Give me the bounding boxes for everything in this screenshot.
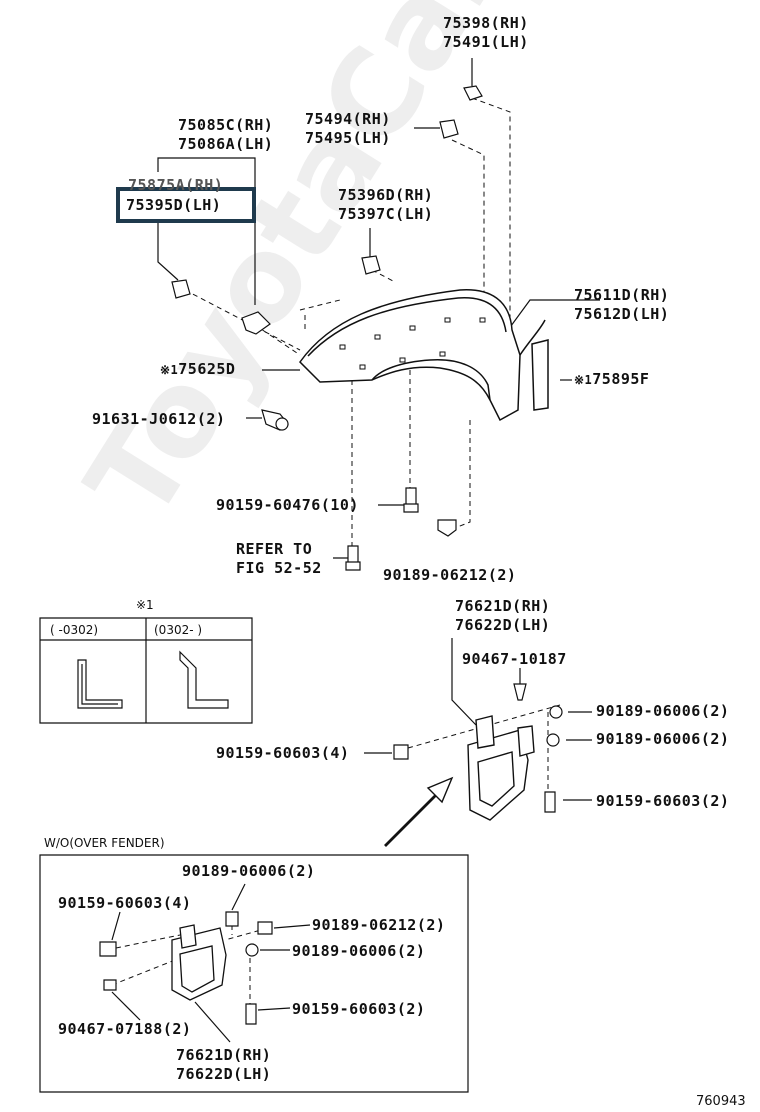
inset-clip-90467b xyxy=(104,980,116,990)
bracket-75085 xyxy=(158,158,255,172)
leader-75611 xyxy=(508,300,600,330)
direction-arrow xyxy=(385,778,452,846)
part-label-75895[interactable]: ※175895F xyxy=(574,370,650,388)
diagram-id: 760943 xyxy=(696,1094,746,1109)
part-label-90159-60603-2[interactable]: 90159-60603(2) xyxy=(596,792,730,810)
part-label-90189-06006-a[interactable]: 90189-06006(2) xyxy=(596,702,730,720)
note-box-frame xyxy=(40,618,252,723)
inset-screw-90159e xyxy=(246,1004,256,1024)
part-label-90189-06212[interactable]: 90189-06212(2) xyxy=(383,566,517,584)
part-label-90159-60603-4[interactable]: 90159-60603(4) xyxy=(216,744,350,762)
part-label-75494[interactable]: 75494(RH)75495(LH) xyxy=(305,110,391,147)
inset-label-90159-60603-2[interactable]: 90159-60603(2) xyxy=(292,1000,426,1018)
inset-label-90467-07188[interactable]: 90467-07188(2) xyxy=(58,1020,192,1038)
clip-90189c xyxy=(547,734,559,746)
part-label-76621-upper[interactable]: 76621D(RH)76622D(LH) xyxy=(455,597,551,634)
inset-label-90189-06212[interactable]: 90189-06212(2) xyxy=(312,916,446,934)
screw-90159c xyxy=(545,792,555,812)
part-label-75875[interactable]: 75875A(RH) xyxy=(128,176,224,194)
inset-label-90189-06006[interactable]: 90189-06006(2) xyxy=(182,862,316,880)
screw-refer xyxy=(348,546,358,564)
inset-mudguard xyxy=(172,925,226,1000)
part-label-75395-highlighted[interactable]: 75395D(LH) xyxy=(126,196,222,214)
fender-flare-75611 xyxy=(300,290,545,420)
inset-label-90189-06006-b[interactable]: 90189-06006(2) xyxy=(292,942,426,960)
bracket-75085 xyxy=(242,312,270,334)
inset-clip-90189f xyxy=(246,944,258,956)
inset-title: W/O(OVER FENDER) xyxy=(44,836,165,850)
leader-75875 xyxy=(158,222,178,280)
clip-75875 xyxy=(172,280,190,298)
inset-clip-90189e xyxy=(258,922,272,934)
inset-frame xyxy=(40,855,468,1092)
part-label-90467-10187[interactable]: 90467-10187 xyxy=(462,650,567,668)
note-box-col2: (0302- ) xyxy=(154,623,203,637)
inset-screw-90159d xyxy=(100,942,116,956)
part-label-75396[interactable]: 75396D(RH)75397C(LH) xyxy=(338,186,434,223)
moulding-75895 xyxy=(532,340,548,410)
note-box-col1: ( -0302) xyxy=(50,623,99,637)
clip-90189a xyxy=(438,520,456,536)
inset-clip-90189d xyxy=(226,912,238,926)
part-label-90189-06006-b[interactable]: 90189-06006(2) xyxy=(596,730,730,748)
clip-75396 xyxy=(362,256,380,274)
mudguard-76621 xyxy=(468,716,534,820)
note-box-title: ※1 xyxy=(136,598,154,612)
part-label-91631[interactable]: 91631-J0612(2) xyxy=(92,410,226,428)
part-label-75611[interactable]: 75611D(RH)75612D(LH) xyxy=(574,286,670,323)
part-label-75085[interactable]: 75085C(RH)75086A(LH) xyxy=(178,116,274,153)
inset-label-90159-60603-4[interactable]: 90159-60603(4) xyxy=(58,894,192,912)
clip-90189b xyxy=(550,706,562,718)
highlighted-part-frame xyxy=(116,187,256,223)
leader-76621a xyxy=(452,638,476,725)
part-label-90159-60476[interactable]: 90159-60476(10) xyxy=(216,496,359,514)
clip-90467a xyxy=(514,684,526,700)
clip-75494 xyxy=(440,120,458,138)
clip-75398 xyxy=(464,86,482,100)
screw-90159b xyxy=(394,745,408,759)
part-label-75625[interactable]: ※175625D xyxy=(160,360,236,378)
inset-label-76621[interactable]: 76621D(RH)76622D(LH) xyxy=(176,1046,272,1083)
part-label-75398[interactable]: 75398(RH)75491(LH) xyxy=(443,14,529,51)
